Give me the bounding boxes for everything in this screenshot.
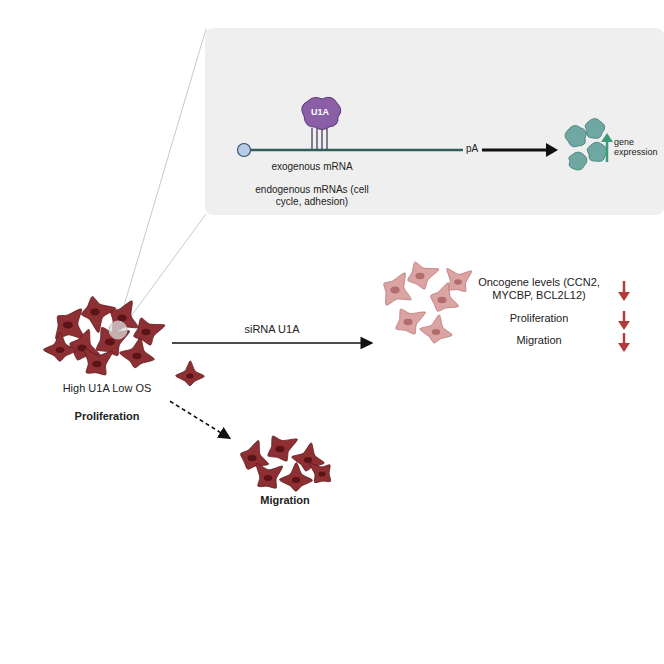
zoom-spot — [109, 321, 127, 339]
cell — [241, 441, 269, 470]
expression-arrowhead — [546, 143, 558, 157]
cell — [420, 315, 453, 343]
up-arrowhead — [601, 133, 613, 142]
node-text: Migration — [230, 494, 340, 507]
cell — [256, 463, 283, 488]
cell — [84, 348, 112, 374]
node-text: Proliferation — [52, 410, 162, 423]
polya-label: pA — [466, 143, 486, 155]
cell-clusters — [43, 262, 471, 491]
cell — [120, 338, 155, 368]
zoom-line — [118, 29, 206, 326]
zoom-panel — [205, 28, 664, 215]
cell — [384, 273, 412, 305]
expression-arrow — [482, 149, 548, 152]
gene-expression-label: gene expression — [614, 137, 660, 158]
zoom-panel-box: exogenous mRNA endogenous mRNAs (cell cyc… — [205, 28, 664, 215]
u1a-contacts — [312, 128, 327, 149]
mrna-cap — [238, 144, 251, 157]
cell — [408, 262, 439, 289]
cell — [279, 463, 312, 492]
mrna-strand — [250, 149, 463, 152]
node-text: High U1A Low OS — [62, 382, 152, 395]
cell — [43, 333, 76, 362]
cell — [310, 463, 331, 482]
cell — [447, 268, 472, 291]
cell-cluster: High U1A Low OS Proliferation — [45, 300, 170, 425]
node-text: U1A — [298, 107, 342, 118]
up-arrow — [606, 140, 609, 162]
node-text: exogenous mRNA — [242, 161, 382, 173]
node-text: Oncogene levels (CCN2, MYCBP, BCL2L12) — [463, 276, 615, 302]
node-text: endogenous mRNAs (cell cycle, adhesion) — [242, 184, 382, 208]
protein-cluster — [565, 119, 607, 171]
sirna-arrow — [172, 342, 372, 344]
node-text: Migration — [463, 334, 615, 347]
edge-label: siRNA U1A — [217, 323, 327, 336]
down-arrows — [618, 281, 630, 352]
migrated-cells: Migration — [230, 435, 340, 510]
u1a-protein: U1A — [298, 96, 342, 130]
node-text: Proliferation — [463, 312, 615, 325]
cell — [176, 361, 205, 386]
migration-arrow — [170, 401, 230, 438]
knockdown-cells: Oncogene levels (CCN2, MYCBP, BCL2L12) Pr… — [375, 262, 615, 354]
